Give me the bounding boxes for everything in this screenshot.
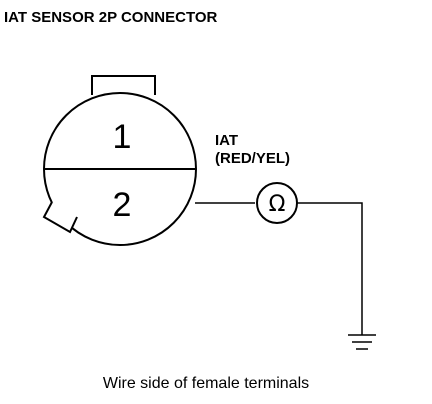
wire-meter-to-ground (297, 202, 363, 335)
terminal-2-label: 2 (113, 186, 132, 224)
ohmmeter-icon: Ω (256, 182, 298, 224)
ground-icon (348, 334, 376, 350)
diagram-title: IAT SENSOR 2P CONNECTOR (4, 9, 218, 26)
ohmmeter-symbol: Ω (269, 192, 286, 217)
connector-lock-tab (91, 75, 156, 95)
terminal-1-label: 1 (113, 118, 132, 156)
connector-body (42, 75, 197, 246)
wire-name-label: IAT (215, 132, 238, 149)
wire-color-label: (RED/YEL) (215, 150, 290, 167)
connector-key-notch (42, 201, 78, 234)
diagram-caption: Wire side of female terminals (103, 375, 309, 392)
